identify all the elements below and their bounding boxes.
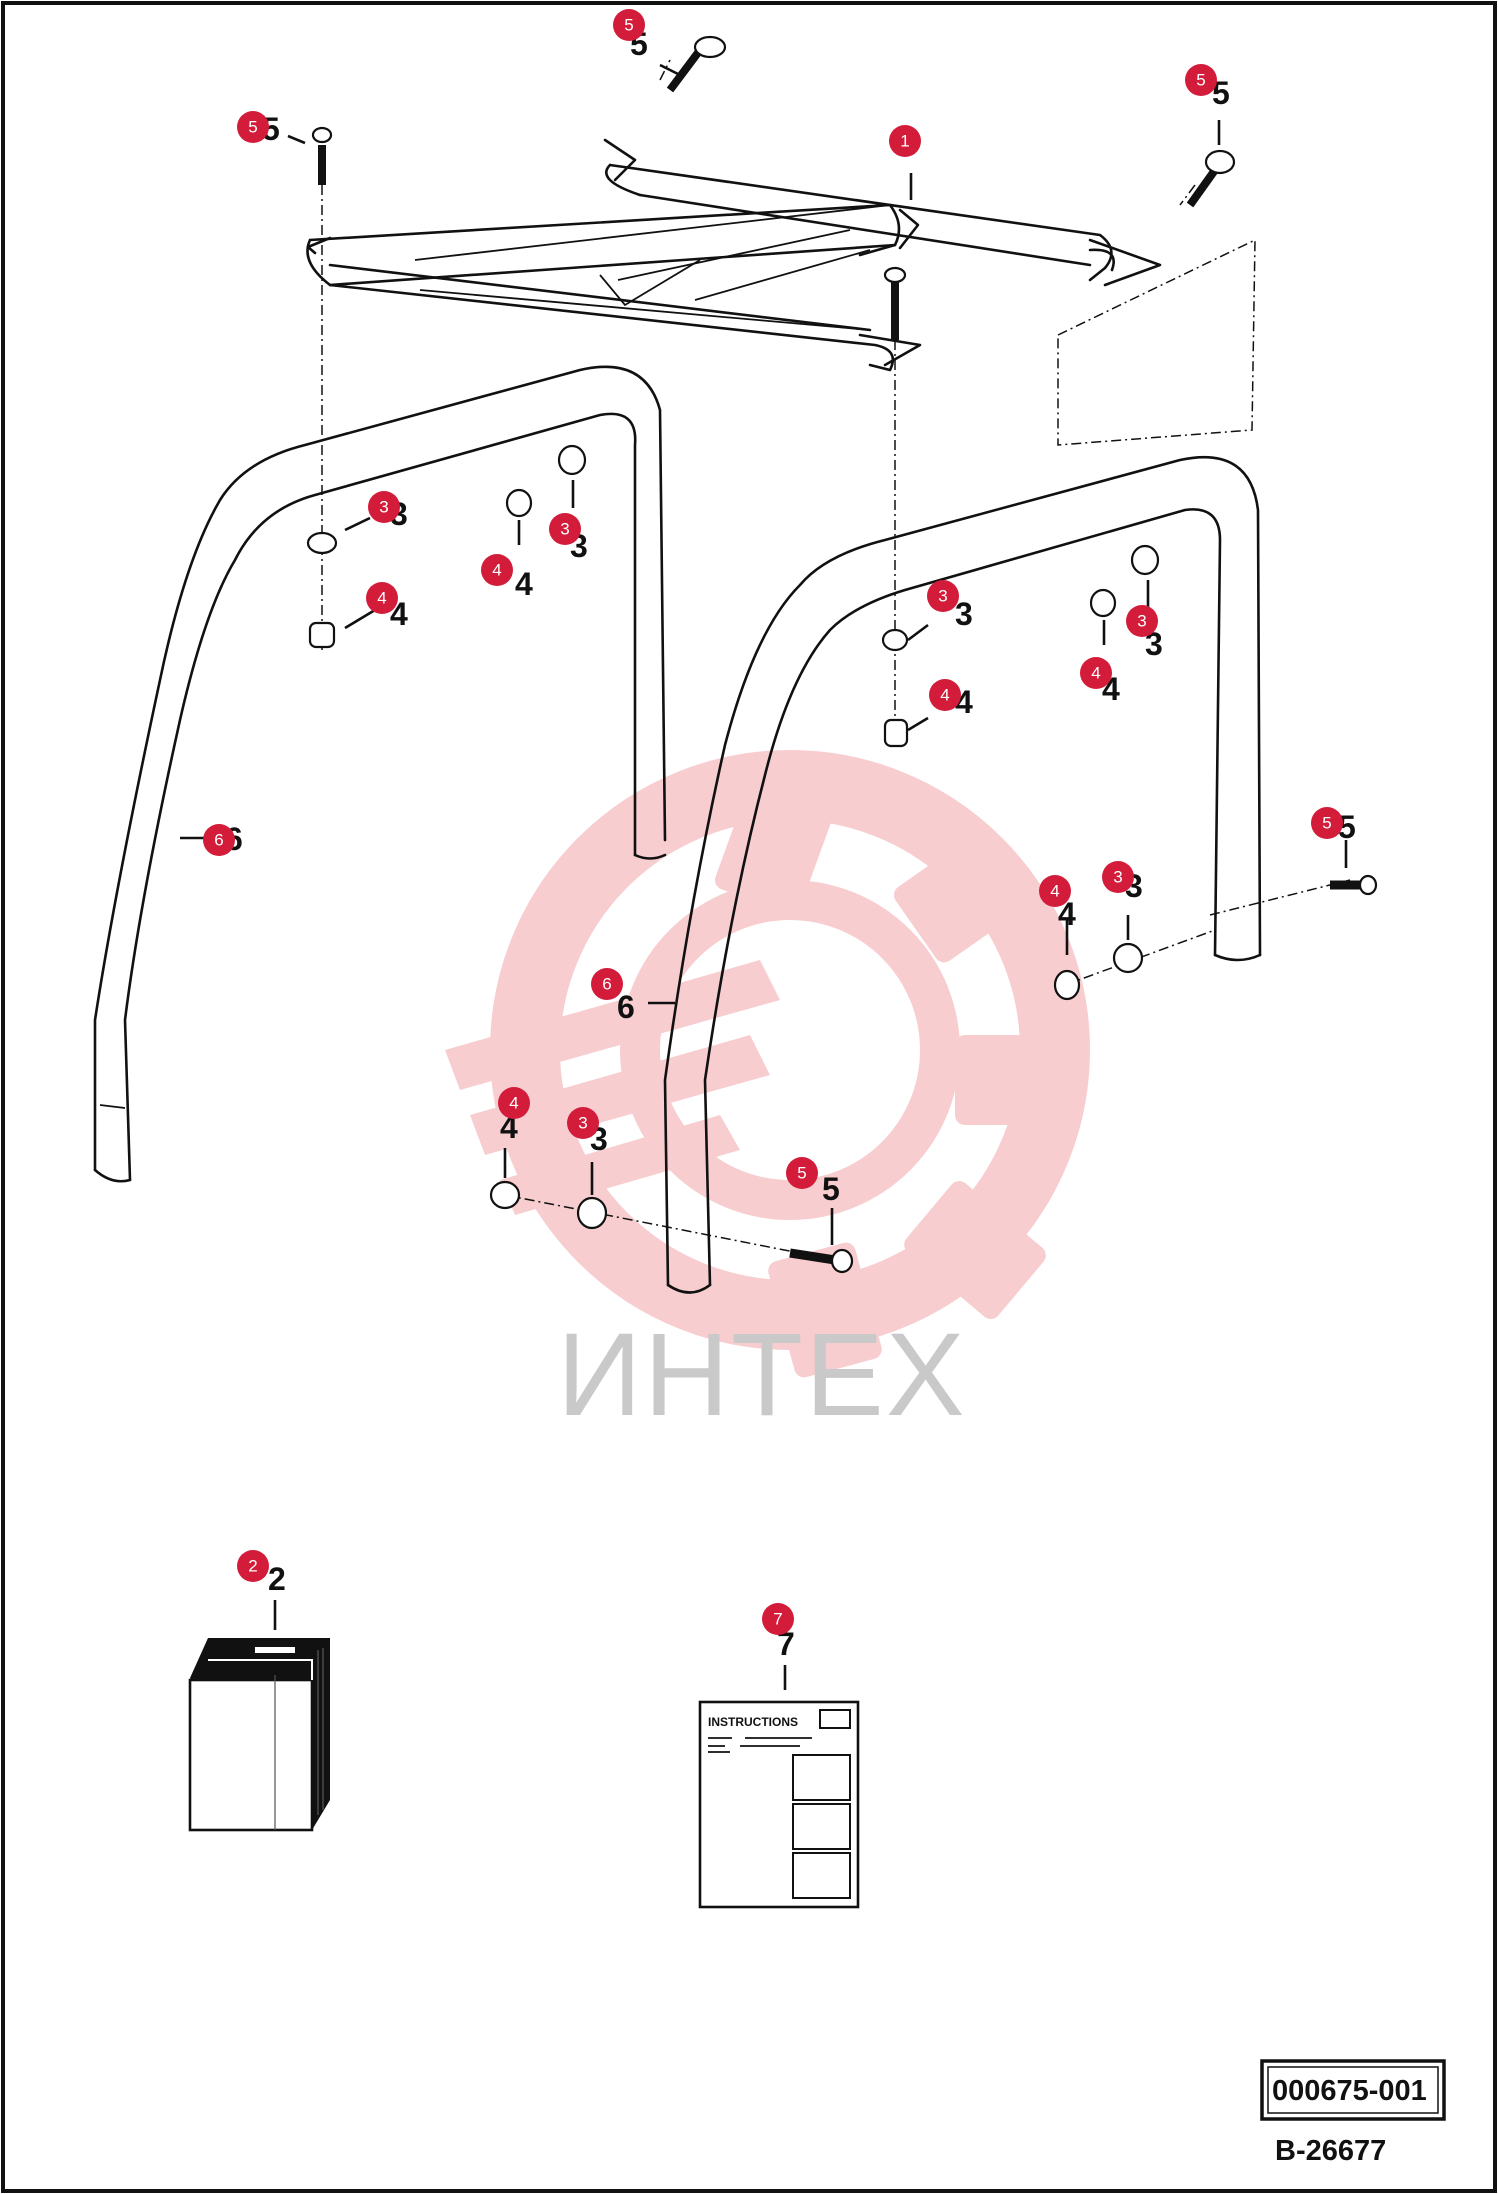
left-roll-bar: [93, 365, 667, 1183]
nut-icon: [505, 488, 533, 518]
part-2-box: [188, 1638, 330, 1832]
bolt-left: [311, 126, 333, 185]
part-label: 5: [822, 1171, 840, 1207]
svg-text:1: 1: [900, 132, 909, 151]
svg-text:5: 5: [624, 16, 633, 35]
svg-text:3: 3: [1137, 612, 1146, 631]
callout-marker[interactable]: 7: [762, 1603, 794, 1635]
instructions-title: INSTRUCTIONS: [708, 1715, 798, 1729]
washer-icon: [881, 628, 909, 652]
svg-text:4: 4: [492, 561, 501, 580]
part-label: 3: [955, 596, 973, 632]
part-label: 7: [777, 1626, 795, 1662]
bolt-head-icon: [1358, 874, 1378, 896]
bolt-right: [1186, 149, 1236, 208]
bolt-top: [666, 35, 727, 93]
callout-marker[interactable]: 5: [237, 111, 269, 143]
part-label: 6: [617, 989, 635, 1025]
part-label: 5: [1338, 809, 1356, 845]
svg-text:4: 4: [940, 686, 949, 705]
callout-marker[interactable]: 5: [613, 9, 645, 41]
top-frame: [306, 138, 1162, 372]
callout-marker[interactable]: 3: [567, 1107, 599, 1139]
svg-text:5: 5: [797, 1164, 806, 1183]
svg-text:5: 5: [1196, 71, 1205, 90]
callout-marker[interactable]: 4: [498, 1087, 530, 1119]
nut-icon: [1053, 969, 1081, 1001]
callout-marker[interactable]: 1: [889, 125, 921, 157]
drawing-code: 000675-001: [1272, 2075, 1427, 2107]
callout-marker[interactable]: 6: [591, 968, 623, 1000]
callout-marker[interactable]: 2: [237, 1550, 269, 1582]
svg-text:6: 6: [602, 975, 611, 994]
drawing-code-box: 000675-001: [1260, 2059, 1446, 2121]
svg-text:3: 3: [560, 520, 569, 539]
callout-marker[interactable]: 4: [481, 554, 513, 586]
svg-text:3: 3: [938, 587, 947, 606]
window-panel: [1057, 238, 1256, 446]
right-roll-bar: [663, 455, 1262, 1294]
washer-icon: [557, 444, 587, 476]
hardware: [306, 35, 1378, 1274]
svg-text:4: 4: [509, 1094, 518, 1113]
svg-text:4: 4: [1050, 882, 1059, 901]
callout-marker[interactable]: 4: [929, 679, 961, 711]
nut-icon: [308, 621, 336, 649]
washer-icon: [576, 1196, 608, 1230]
callout-marker[interactable]: 3: [1126, 605, 1158, 637]
washer-icon: [1112, 942, 1144, 974]
washer-icon: [1130, 544, 1160, 576]
svg-text:4: 4: [377, 589, 386, 608]
svg-text:2: 2: [248, 1557, 257, 1576]
bolt-center: [883, 266, 907, 340]
callout-marker[interactable]: 3: [927, 580, 959, 612]
assembly-lines: [321, 59, 1351, 1261]
svg-text:6: 6: [214, 831, 223, 850]
part-label: 4: [515, 566, 533, 602]
callout-marker[interactable]: 5: [1311, 807, 1343, 839]
svg-text:3: 3: [578, 1114, 587, 1133]
leader-lines: [180, 63, 1348, 1690]
part-7-instructions: INSTRUCTIONS: [698, 1700, 860, 1909]
nut-icon: [489, 1180, 521, 1210]
callout-marker[interactable]: 5: [786, 1157, 818, 1189]
svg-text:7: 7: [773, 1610, 782, 1629]
nut-icon: [883, 718, 909, 748]
bolt-lower-center: [789, 1248, 836, 1265]
svg-text:4: 4: [1091, 664, 1100, 683]
watermark-logo: [445, 750, 1090, 1378]
svg-text:5: 5: [1322, 814, 1331, 833]
callouts: 5 5 1 5 3 4 3 4 3 4 3 4 6 5 3 4 6 4 3 5 …: [203, 9, 1343, 1635]
callout-marker[interactable]: 4: [366, 582, 398, 614]
callout-marker[interactable]: 4: [1080, 657, 1112, 689]
svg-text:3: 3: [379, 498, 388, 517]
callout-marker[interactable]: 3: [1102, 861, 1134, 893]
figure-code: B-26677: [1275, 2135, 1386, 2167]
bolt-head-icon: [830, 1248, 854, 1274]
nut-icon: [1089, 588, 1117, 618]
callout-marker[interactable]: 3: [368, 491, 400, 523]
washer-icon: [306, 531, 338, 555]
svg-text:3: 3: [1113, 868, 1122, 887]
watermark-text: ИНТЕХ: [557, 1309, 967, 1441]
callout-marker[interactable]: 6: [203, 824, 235, 856]
callout-marker[interactable]: 5: [1185, 64, 1217, 96]
part-label: 2: [268, 1561, 286, 1597]
callout-marker[interactable]: 4: [1039, 875, 1071, 907]
callout-marker[interactable]: 3: [549, 513, 581, 545]
svg-text:5: 5: [248, 118, 257, 137]
